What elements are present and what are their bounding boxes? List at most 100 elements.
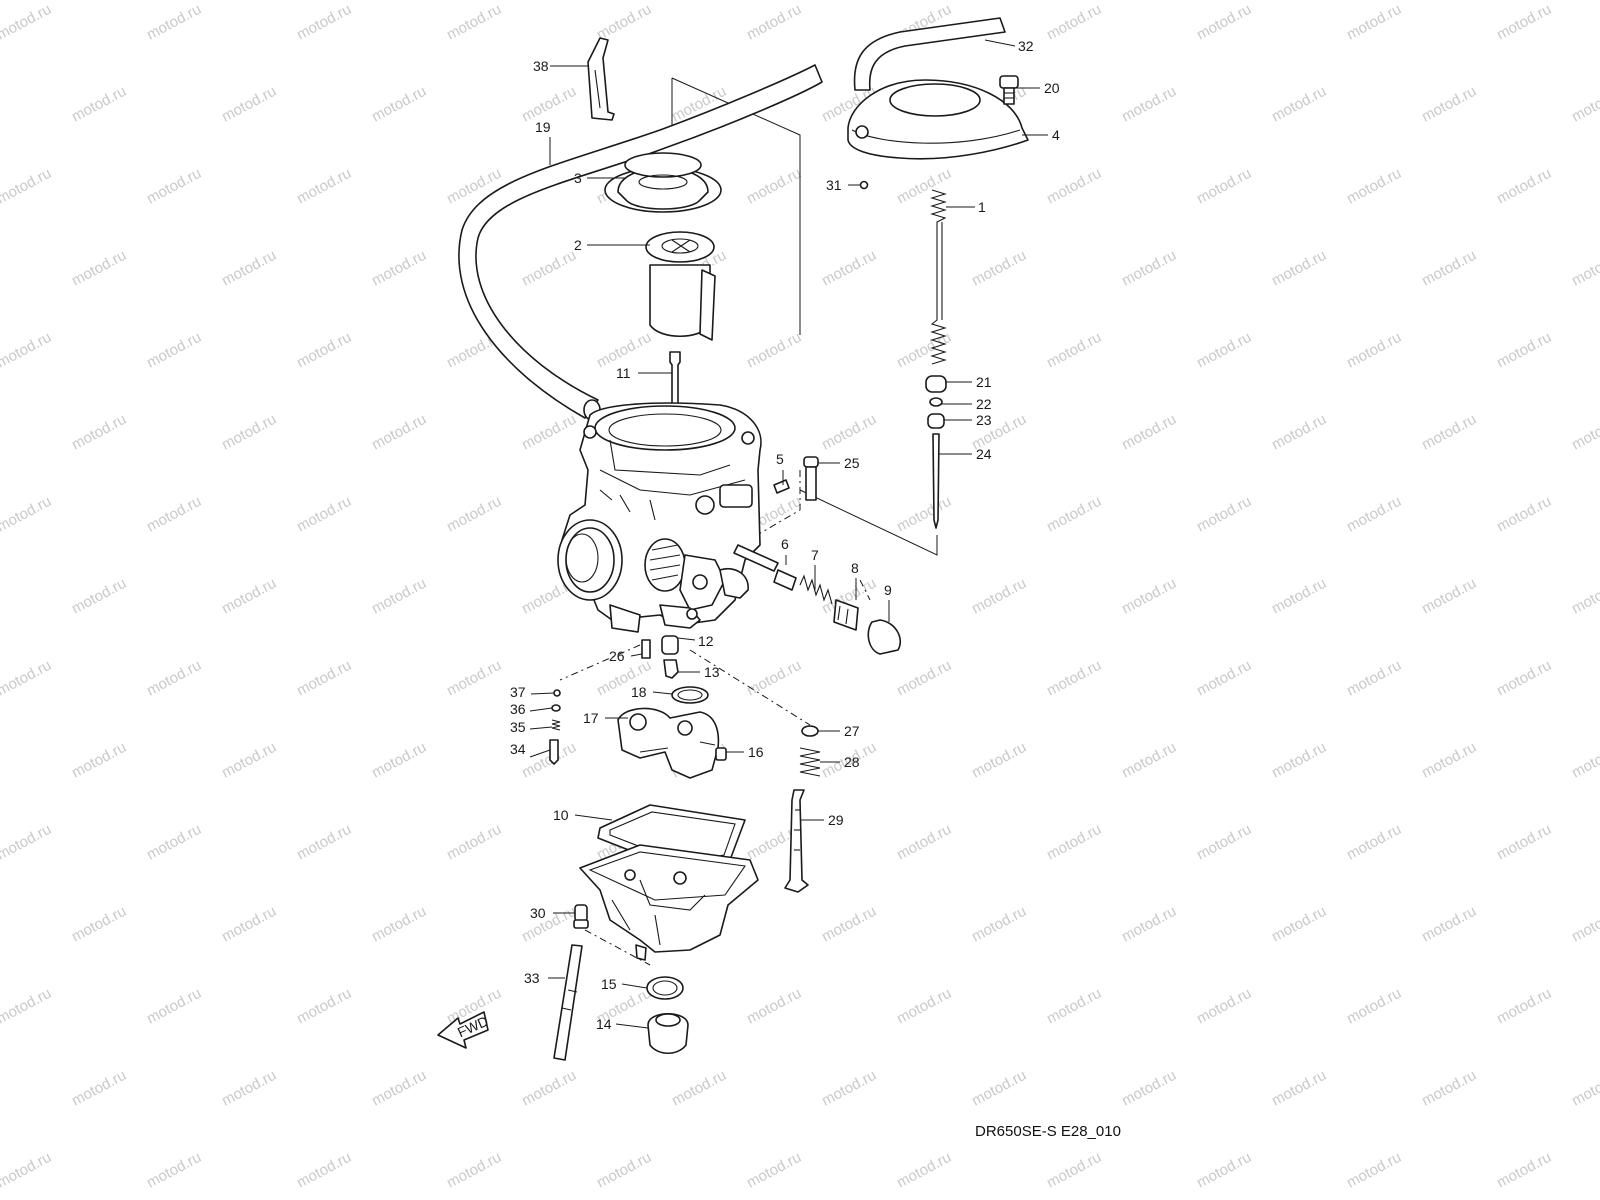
callout-3: 3 [574, 170, 582, 186]
watermark-text: motod.ru [444, 821, 504, 864]
watermark-text: motod.ru [1569, 739, 1600, 782]
watermark-text: motod.ru [1419, 739, 1479, 782]
watermark-text: motod.ru [519, 1067, 579, 1110]
watermark-text: motod.ru [294, 493, 354, 536]
watermark-text: motod.ru [1494, 165, 1554, 208]
callout-27: 27 [844, 723, 860, 739]
watermark-text: motod.ru [144, 657, 204, 700]
watermark-text: motod.ru [444, 493, 504, 536]
watermark-text: motod.ru [894, 821, 954, 864]
callout-12: 12 [698, 633, 714, 649]
watermark-text: motod.ru [1344, 329, 1404, 372]
part-15-o-ring [646, 976, 684, 1000]
watermark-text: motod.ru [969, 575, 1029, 618]
watermark-text: motod.ru [894, 1149, 954, 1192]
watermark-text: motod.ru [0, 821, 54, 864]
watermark-text: motod.ru [69, 247, 129, 290]
watermark-text: motod.ru [1269, 1067, 1329, 1110]
watermark-text: motod.ru [1044, 985, 1104, 1028]
watermark-text: motod.ru [1344, 1149, 1404, 1192]
watermark-text: motod.ru [969, 739, 1029, 782]
watermark-text: motod.ru [1269, 903, 1329, 946]
watermark-text: motod.ru [969, 1067, 1029, 1110]
watermark-text: motod.ru [1044, 657, 1104, 700]
watermark-text: motod.ru [1044, 1, 1104, 44]
callout-35: 35 [510, 719, 526, 735]
watermark-text: motod.ru [69, 411, 129, 454]
watermark-text: motod.ru [1119, 247, 1179, 290]
callout-34: 34 [510, 741, 526, 757]
watermark-text: motod.ru [744, 657, 804, 700]
watermark-text: motod.ru [1044, 329, 1104, 372]
watermark-text: motod.ru [1569, 411, 1600, 454]
callout-17: 17 [583, 710, 599, 726]
watermark-text: motod.ru [1194, 329, 1254, 372]
watermark-text: motod.ru [294, 985, 354, 1028]
parts-16-17-float [617, 707, 727, 779]
watermark-text: motod.ru [1194, 1, 1254, 44]
watermark-text: motod.ru [1044, 821, 1104, 864]
watermark-text: motod.ru [1044, 165, 1104, 208]
watermark-text: motod.ru [1569, 247, 1600, 290]
callout-22: 22 [976, 396, 992, 412]
assembly-lines [559, 77, 938, 966]
watermark-text: motod.ru [1194, 985, 1254, 1028]
callout-10: 10 [553, 807, 569, 823]
watermark-text: motod.ru [1419, 1067, 1479, 1110]
callout-16: 16 [748, 744, 764, 760]
watermark-text: motod.ru [369, 903, 429, 946]
callout-7: 7 [811, 547, 819, 563]
watermark-text: motod.ru [519, 903, 579, 946]
watermark-text: motod.ru [69, 83, 129, 126]
callout-labels: 1 2 3 4 5 6 7 8 9 10 11 12 13 14 15 16 1… [510, 38, 1060, 1032]
watermark-text: motod.ru [894, 493, 954, 536]
part-4-top-cap [847, 79, 1029, 160]
part-18-o-ring [671, 686, 709, 704]
callout-2: 2 [574, 237, 582, 253]
part-30-drain-screw [573, 904, 589, 929]
watermark-text: motod.ru [369, 739, 429, 782]
watermark-text: motod.ru [444, 1149, 504, 1192]
watermark-text: motod.ru [894, 329, 954, 372]
watermark-text: motod.ru [219, 247, 279, 290]
part-1-spring [930, 189, 947, 365]
watermark-text: motod.ru [144, 1, 204, 44]
callout-13: 13 [704, 664, 720, 680]
part-20-screw [999, 75, 1019, 105]
watermark-text: motod.ru [819, 411, 879, 454]
part-2-piston-slide [645, 231, 716, 341]
watermark-text: motod.ru [894, 165, 954, 208]
watermark-text: motod.ru [369, 411, 429, 454]
part-31-clip [859, 180, 869, 190]
callout-23: 23 [976, 412, 992, 428]
watermark-text: motod.ru [594, 1149, 654, 1192]
callout-31: 31 [826, 177, 842, 193]
watermark-text: motod.ru [1494, 1149, 1554, 1192]
callout-9: 9 [884, 582, 892, 598]
watermark-text: motod.ru [1569, 1067, 1600, 1110]
watermark-text: motod.ru [369, 575, 429, 618]
watermark-text: motod.ru [294, 165, 354, 208]
watermark-text: motod.ru [294, 1149, 354, 1192]
callout-32: 32 [1018, 38, 1034, 54]
watermark-text: motod.ru [0, 493, 54, 536]
watermark-text: motod.ru [1269, 247, 1329, 290]
watermark-text: motod.ru [1494, 1, 1554, 44]
watermark-text: motod.ru [1494, 493, 1554, 536]
parts-6-9-pilot-screw-set [733, 544, 902, 655]
watermark-text: motod.ru [744, 1, 804, 44]
callout-24: 24 [976, 446, 992, 462]
callout-38: 38 [533, 58, 549, 74]
float-bowl [579, 844, 759, 961]
parts-27-29-fuel-screw [784, 725, 821, 893]
callout-36: 36 [510, 701, 526, 717]
watermark-text: motod.ru [219, 739, 279, 782]
watermark-text: motod.ru [1419, 411, 1479, 454]
part-3-diaphragm [604, 152, 722, 213]
watermark-text: motod.ru [819, 1067, 879, 1110]
watermark-text: motod.ru [144, 821, 204, 864]
watermark-text: motod.ru [1119, 739, 1179, 782]
watermark-text: motod.ru [444, 657, 504, 700]
watermark-text: motod.ru [219, 903, 279, 946]
